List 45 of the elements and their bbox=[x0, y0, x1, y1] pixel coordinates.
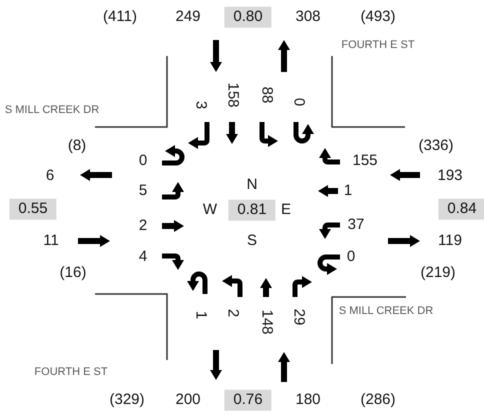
highlighted-value: 0.81 bbox=[228, 200, 276, 220]
volume-value: 1 bbox=[344, 182, 352, 200]
volume-value: 1 bbox=[192, 310, 208, 320]
volume-value: 88 bbox=[258, 86, 274, 104]
street-name: FOURTH E ST bbox=[34, 366, 108, 378]
highlighted-value: 0.76 bbox=[224, 390, 272, 410]
highlighted-value: 0.84 bbox=[438, 198, 484, 220]
volume-value: (8) bbox=[68, 138, 86, 154]
volume-value: 148 bbox=[258, 309, 274, 335]
compass-letter: W bbox=[202, 202, 218, 218]
volume-value: 5 bbox=[138, 182, 148, 200]
volume-value: 0 bbox=[290, 98, 306, 106]
volume-value: 4 bbox=[138, 248, 148, 266]
volume-value: 200 bbox=[175, 392, 201, 408]
highlighted-value: 0.55 bbox=[9, 198, 57, 220]
volume-value: (329) bbox=[109, 392, 145, 408]
street-name: S MILL CREEK DR bbox=[338, 304, 434, 318]
volume-value: 2 bbox=[138, 218, 148, 234]
volume-value: 249 bbox=[175, 8, 201, 26]
volume-value: (286) bbox=[360, 392, 396, 408]
volume-value: 180 bbox=[295, 392, 321, 408]
volume-value: (493) bbox=[360, 8, 396, 26]
volume-value: (411) bbox=[103, 8, 137, 26]
volume-value: 0 bbox=[138, 152, 148, 170]
volume-value: (336) bbox=[418, 138, 454, 154]
volume-value: 6 bbox=[46, 168, 54, 184]
volume-value: 2 bbox=[224, 308, 240, 318]
volume-value: 158 bbox=[224, 82, 240, 108]
compass-letter: E bbox=[281, 202, 291, 218]
volume-value: (219) bbox=[420, 264, 456, 282]
volume-value: 308 bbox=[295, 8, 321, 26]
compass-letter: N bbox=[246, 176, 258, 194]
volume-value: 119 bbox=[438, 232, 462, 250]
compass-letter: S bbox=[247, 232, 257, 250]
volume-value: 29 bbox=[290, 308, 306, 326]
volume-value: 37 bbox=[348, 216, 364, 234]
volume-value: 0 bbox=[346, 248, 356, 266]
volume-value: (16) bbox=[60, 264, 86, 282]
street-name: S MILL CREEK DR bbox=[4, 104, 100, 116]
volume-value: 193 bbox=[437, 168, 463, 184]
volume-value: 155 bbox=[352, 152, 378, 170]
street-name: FOURTH E ST bbox=[341, 38, 415, 52]
volume-value: 3 bbox=[192, 100, 208, 110]
highlighted-value: 0.80 bbox=[224, 6, 272, 28]
volume-value: 11 bbox=[43, 232, 59, 250]
